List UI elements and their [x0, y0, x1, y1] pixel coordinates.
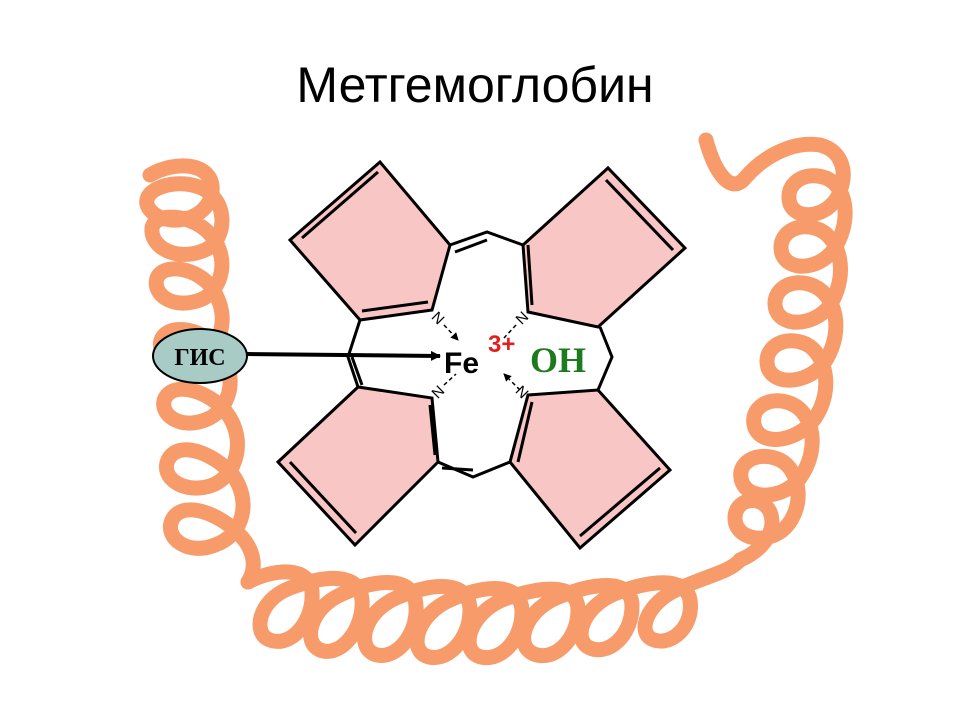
iron-charge: 3+ — [488, 331, 515, 358]
helix-right — [698, 132, 853, 568]
coord-arrow-top-left — [443, 324, 459, 341]
double-bond — [301, 170, 379, 240]
double-bond — [526, 244, 534, 306]
iron-symbol: Fe — [444, 347, 479, 380]
hydroxide-ligand: OH — [530, 340, 586, 380]
histidine-bond-arrow — [246, 350, 441, 361]
double-bond — [288, 460, 358, 535]
double-bond — [579, 466, 661, 538]
double-bond — [428, 404, 437, 456]
bridge-top-inner — [454, 238, 488, 254]
globin-helix — [139, 132, 853, 666]
bridge-bottom-inner — [441, 466, 474, 472]
pyrrole-ring-top-left — [287, 159, 452, 322]
pyrrole-ring-bottom-right — [508, 388, 673, 551]
page-title: Метгемоглобин — [296, 57, 653, 113]
bridge-top — [449, 230, 524, 247]
methine-bridges — [346, 230, 614, 479]
pyrrole-rings — [275, 159, 688, 551]
coord-line-bottom-left — [443, 373, 457, 386]
coord-arrow-bottom-right — [503, 373, 521, 391]
helix-bottom — [240, 552, 748, 666]
bridge-left-inner — [350, 356, 364, 386]
helix-left — [139, 158, 261, 590]
coord-line-top-right — [503, 324, 517, 339]
pyrrole-ring-top-right — [521, 165, 688, 329]
double-bond — [361, 300, 429, 313]
bridge-right — [596, 326, 614, 391]
double-bond — [604, 178, 675, 252]
histidine-label: ГИС — [174, 345, 225, 371]
double-bond — [516, 401, 534, 463]
pyrrole-ring-bottom-left — [275, 385, 440, 548]
